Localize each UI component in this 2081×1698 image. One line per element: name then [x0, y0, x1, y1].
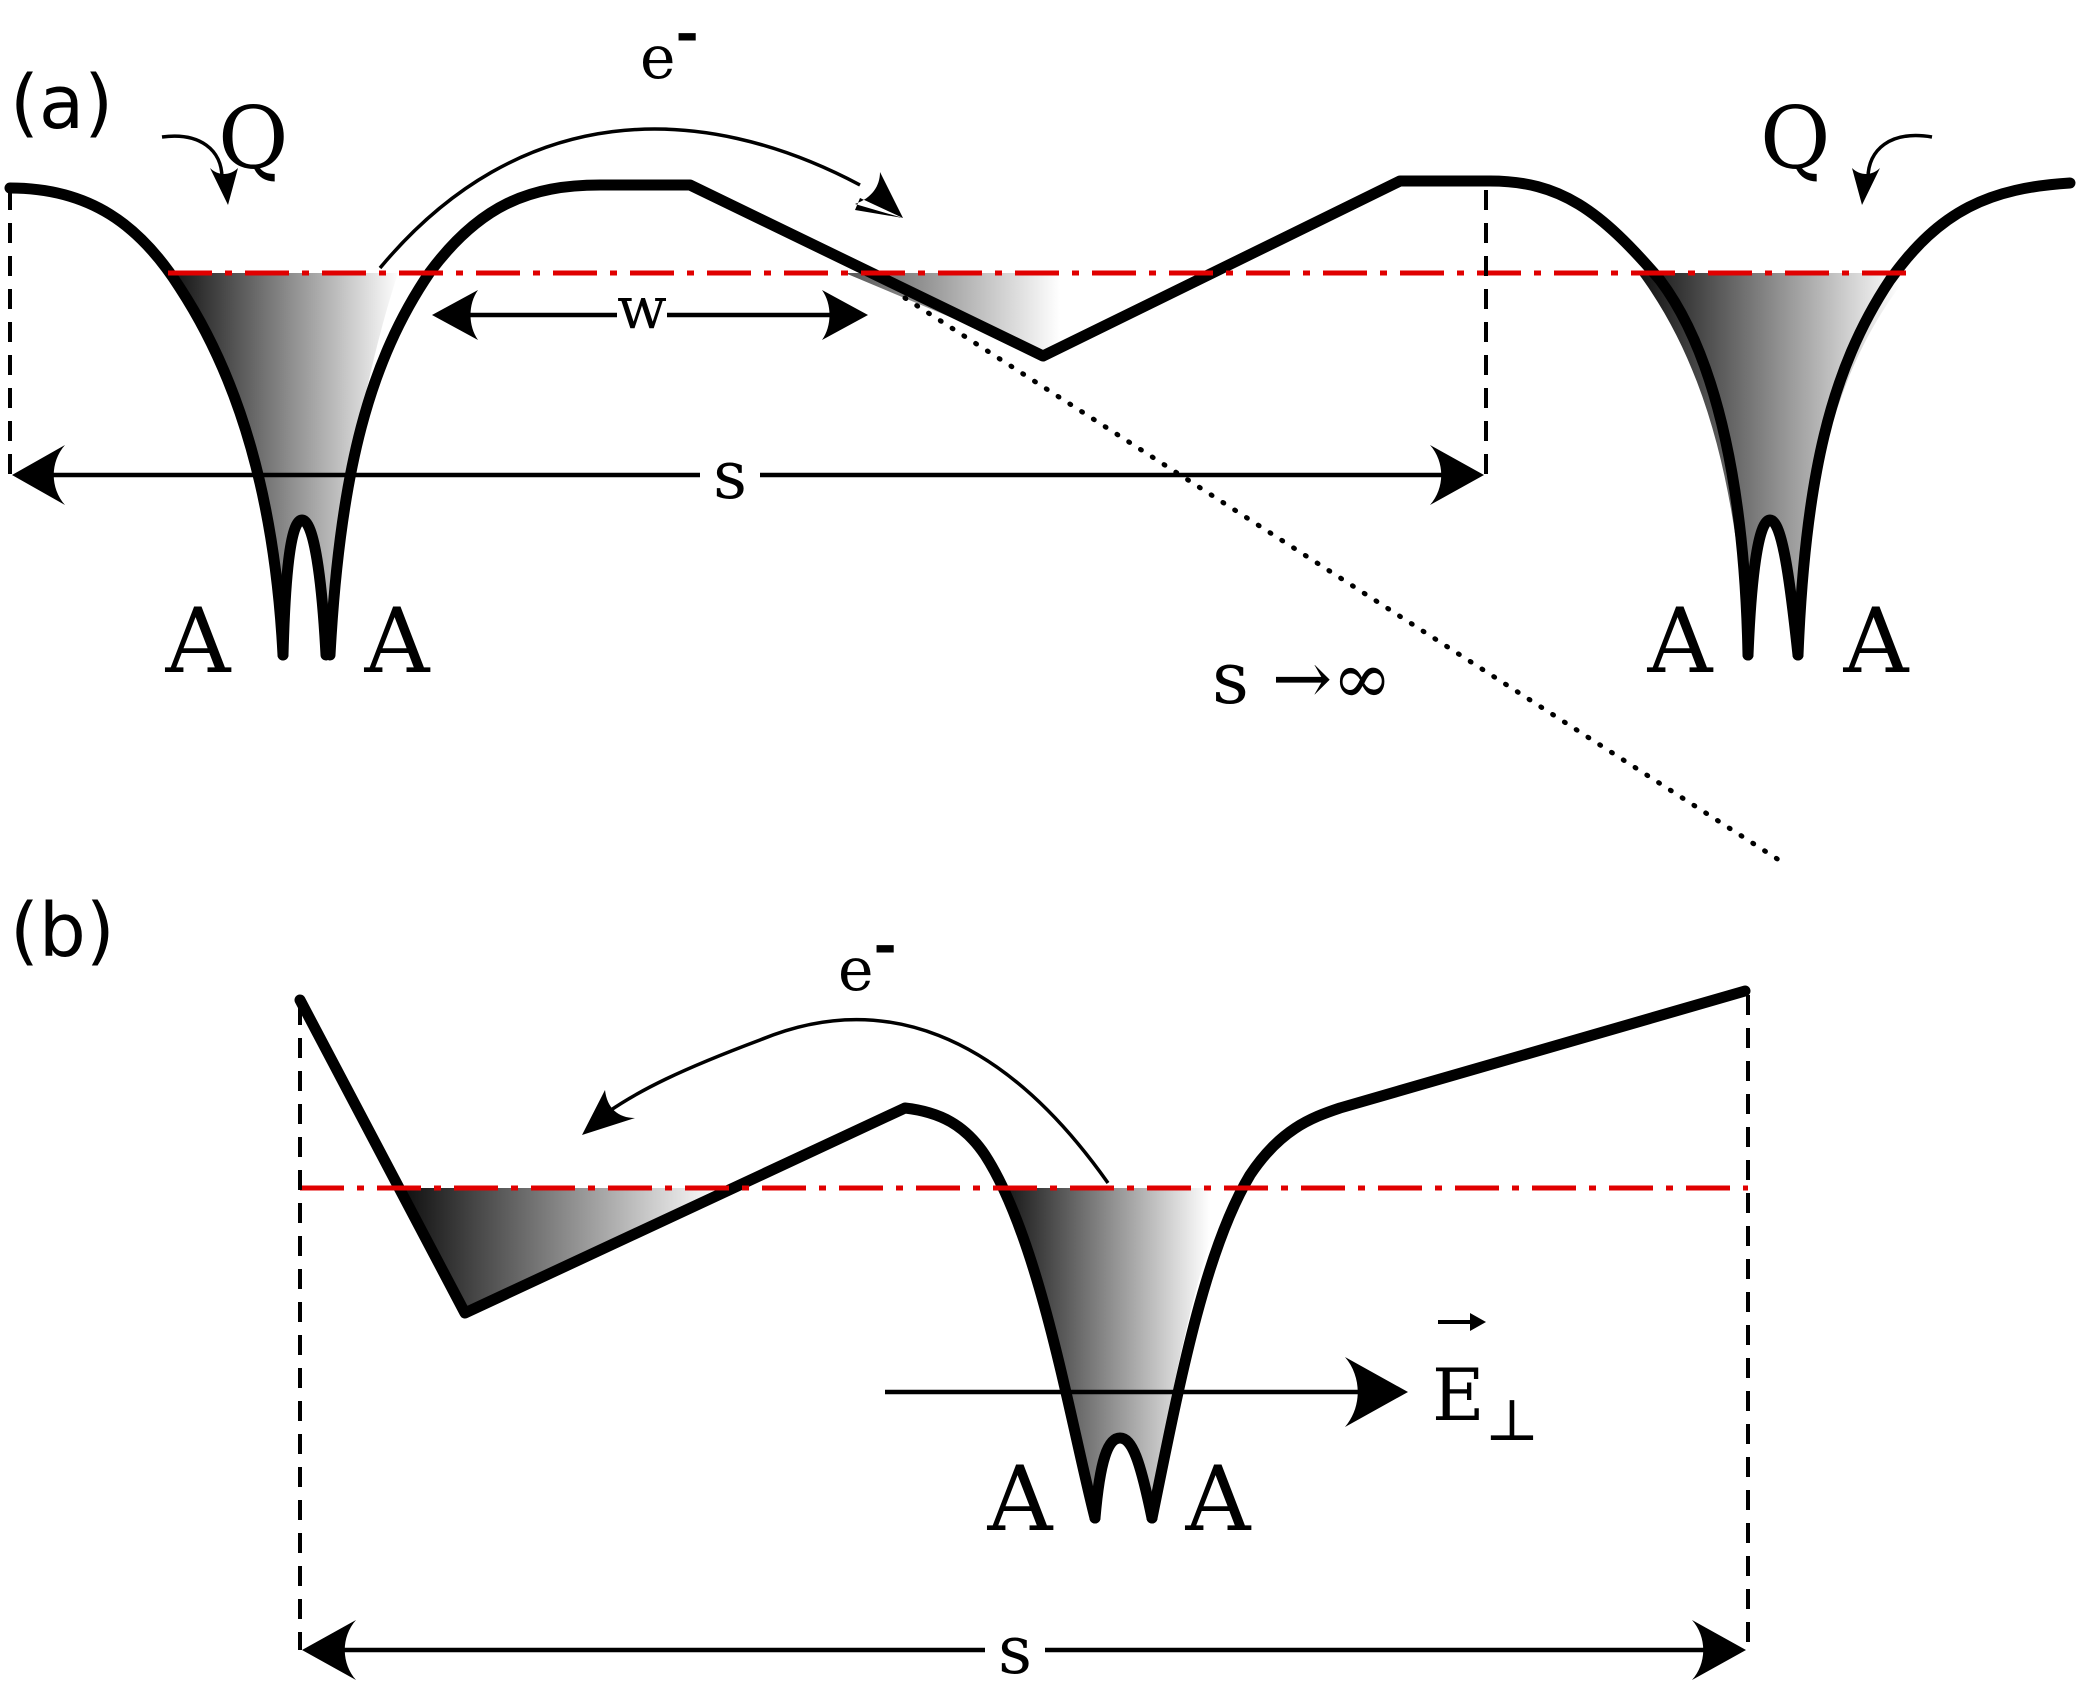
potential-right-dimer	[1742, 514, 1804, 661]
potential-left-edge	[4, 182, 289, 661]
atom-label: A	[987, 1447, 1054, 1552]
atom-label: A	[364, 589, 431, 694]
potential-left-dimer	[277, 514, 332, 661]
potential-right-edge	[1792, 177, 2076, 661]
charge-arrowhead-left	[210, 168, 238, 205]
spacing-label-b: s	[998, 1612, 1032, 1689]
spacing-label-a: s	[713, 437, 747, 514]
dotted-limit-line	[902, 295, 1785, 865]
potential-b-right	[1146, 985, 1751, 1524]
electron-arc-arrowhead-b	[582, 1090, 635, 1135]
potential-center	[324, 175, 1754, 661]
electron-label-b: e-	[838, 912, 897, 1005]
electron-transfer-arc-a	[378, 127, 861, 270]
arrowhead-b-right	[1692, 1620, 1746, 1680]
arrowhead-left	[12, 445, 65, 505]
panel-b: s E⊥ e- A A (b)	[10, 888, 1751, 1689]
arrowhead-w-right	[822, 290, 868, 340]
charge-label-left: Q	[218, 89, 289, 189]
panel-a: s w e- Q Q A A A A s →∞ (a)	[4, 0, 2076, 865]
potential-b-dimer	[1089, 1432, 1158, 1524]
field-label: E⊥	[1432, 1353, 1539, 1454]
charge-label-right: Q	[1760, 89, 1831, 189]
field-vector-tip	[1470, 1313, 1486, 1331]
charge-arrow-right	[1866, 133, 1933, 179]
filled-dimer-well-b	[1000, 1188, 1228, 1518]
electron-label-a: e-	[640, 0, 699, 93]
charge-arrow-left	[161, 134, 224, 179]
filled-left-well-b	[405, 1188, 730, 1313]
arrowhead-right	[1430, 445, 1484, 505]
atom-label: A	[165, 589, 232, 694]
arrowhead-w-left	[432, 290, 478, 340]
electron-arc-arrowhead-a	[855, 172, 903, 218]
electron-transfer-arc-b	[607, 1017, 1110, 1185]
atom-label: A	[1185, 1447, 1252, 1552]
width-label: w	[617, 274, 667, 342]
atom-label: A	[1843, 589, 1910, 694]
atom-label: A	[1647, 589, 1714, 694]
field-arrowhead	[1345, 1357, 1408, 1427]
panel-label-b: (b)	[10, 888, 115, 974]
filled-triangle-well	[845, 273, 1222, 356]
charge-arrowhead-right	[1852, 168, 1880, 205]
panel-label-a: (a)	[10, 60, 113, 146]
limit-label: s →∞	[1212, 636, 1392, 720]
potential-b-left	[294, 994, 1101, 1524]
arrowhead-b-left	[302, 1620, 356, 1680]
